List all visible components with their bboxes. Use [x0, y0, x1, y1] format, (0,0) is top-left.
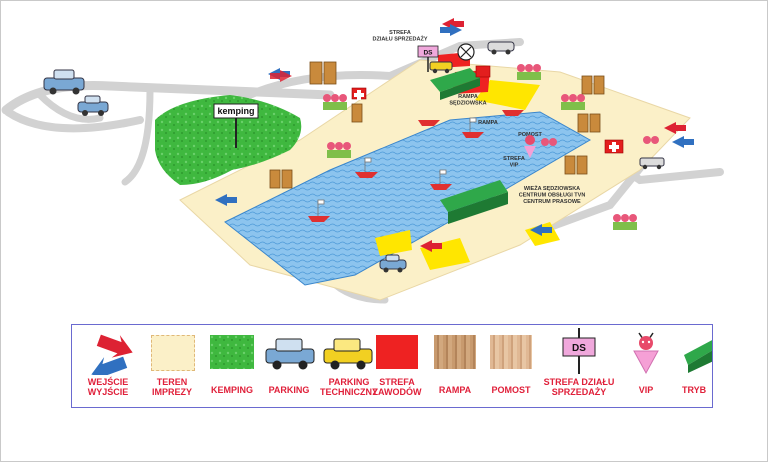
legend-item-vip: VIP [622, 325, 670, 407]
event-area-swatch [151, 335, 195, 371]
sales-zone-sign-icon: DS [562, 328, 596, 374]
kemping-swatch [210, 335, 254, 369]
tribune-icon [684, 340, 712, 373]
ramp-swatch [434, 335, 476, 369]
technical-parking-zone [475, 80, 540, 110]
legend-label: PARKING TECHNICZNY [320, 377, 378, 397]
lake [224, 111, 592, 286]
parking-car-icon [379, 254, 407, 273]
legend-label: KEMPING [210, 385, 253, 395]
competition-zone-swatch [376, 335, 418, 369]
technical-car-icon [429, 61, 453, 74]
parking-car-icon [77, 95, 109, 116]
technical-parking-zone [375, 230, 412, 256]
legend-item-trybuna: TRYB [678, 325, 712, 407]
ramp-label: RAMPA [478, 120, 498, 126]
entrance-arrow-icon [530, 224, 552, 236]
first-aid-icon [351, 65, 624, 154]
sales-zone-sign: DS [417, 45, 439, 72]
legend-item-parking: PARKING [258, 325, 320, 407]
legend-item-strefa-dzialu: DS STREFA DZIAŁU SPRZEDAŻY [538, 325, 620, 407]
vip-mascot-icon [633, 332, 659, 375]
parking-car-icon [43, 69, 85, 95]
legend-item-rampa: RAMPA [426, 325, 484, 407]
kemping-sign-text: kemping [217, 106, 254, 116]
entrance-arrow-icon [664, 122, 694, 148]
legend-item-parking-tech: PARKING TECHNICZNY [316, 325, 382, 407]
kemping-area [155, 95, 302, 185]
entrance-arrow-icon [215, 194, 237, 206]
tribune [430, 68, 480, 100]
kemping-sign: kemping [213, 103, 259, 148]
ds-sign-text: DS [423, 50, 433, 57]
legend-label: PARKING [268, 385, 310, 395]
legend-label: VIP [638, 385, 654, 395]
legend-label: TEREN IMPREZY [151, 377, 192, 397]
jetty-label: POMOST [518, 132, 542, 138]
entrance-exit-icon [91, 334, 133, 375]
boats [308, 110, 524, 222]
entrance-arrow-icon [420, 240, 442, 252]
legend-item-pomost: POMOST [482, 325, 540, 407]
legend-item-kemping: KEMPING [204, 325, 260, 407]
legend-label: RAMPA [438, 385, 472, 395]
parking-car-icon [639, 157, 665, 170]
tribune [440, 180, 508, 224]
crowd-icon [323, 72, 637, 230]
legend-label: TRYB [682, 385, 707, 395]
legend-label: POMOST [491, 385, 531, 395]
toilet-hut-icon [269, 61, 605, 189]
legend-item-wejscie: WEJŚCIE WYJŚCIE [78, 325, 138, 407]
entrance-arrow-icon [268, 68, 292, 82]
vip-mascot-icon [524, 135, 536, 158]
legend-ds-sign-text: DS [572, 343, 586, 354]
legend-label: STREFA DZIAŁU SPRZEDAŻY [543, 377, 615, 397]
parking-car-icon [487, 41, 515, 55]
legend-item-strefa-zawodow: STREFA ZAWODÓW [368, 325, 426, 407]
technical-car-icon [323, 338, 373, 370]
jetty-swatch [490, 335, 532, 369]
parking-car-icon [265, 338, 315, 370]
entrance-arrow-icon [440, 18, 464, 36]
legend-label: WEJŚCIE WYJŚCIE [87, 377, 129, 397]
food-icon [457, 43, 475, 61]
legend-label: STREFA ZAWODÓW [372, 377, 422, 397]
crowd-icon [323, 64, 659, 222]
legend-item-teren: TEREN IMPREZY [144, 325, 200, 407]
map-legend: WEJŚCIE WYJŚCIE TEREN IMPREZY KEMPING PA… [71, 324, 713, 408]
